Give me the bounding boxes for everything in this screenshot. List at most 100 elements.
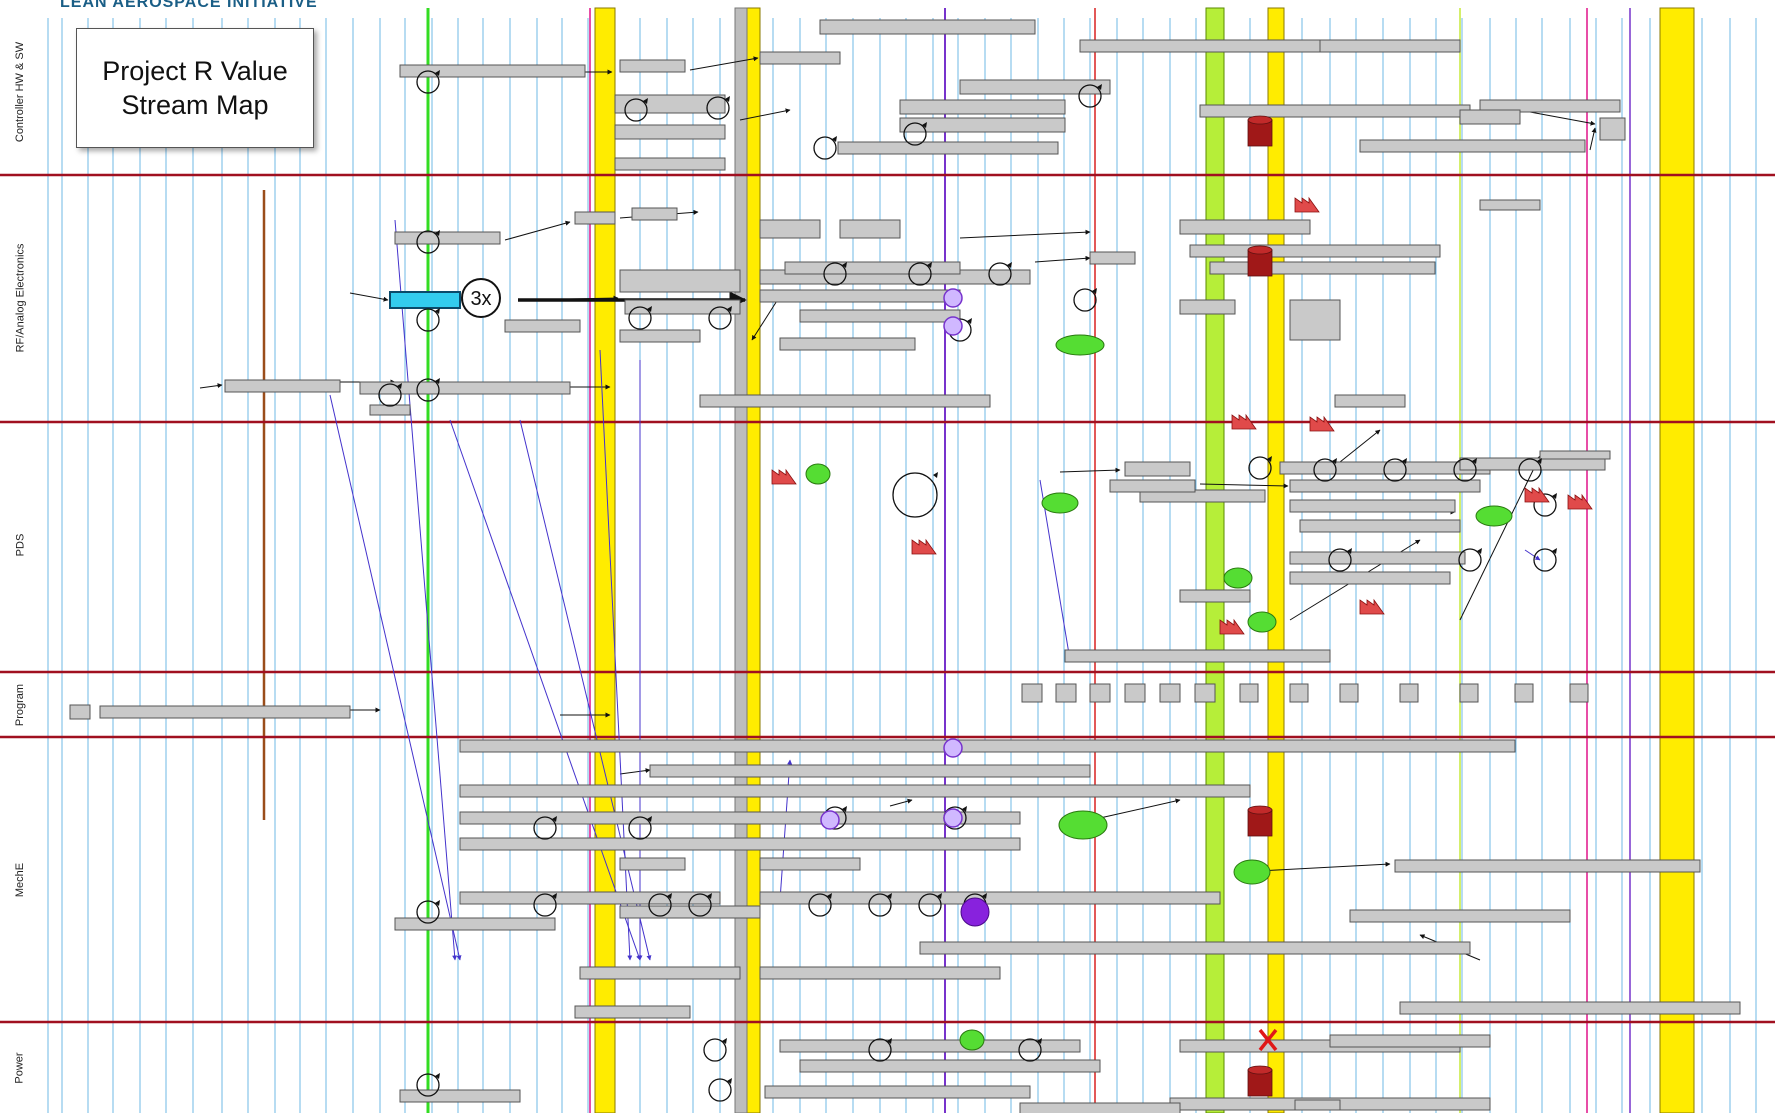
rework-loop-arrowhead	[435, 308, 440, 314]
rework-loop-arrowhead	[922, 122, 927, 128]
rework-loop-arrowhead	[1007, 262, 1012, 268]
flow-arrow	[1459, 455, 1541, 621]
task-box	[759, 51, 841, 65]
task-box	[1479, 99, 1621, 113]
timeline-grid	[47, 18, 1757, 1113]
task-box	[69, 704, 91, 720]
task-box	[614, 157, 726, 171]
rework-loop-arrowhead	[933, 472, 938, 478]
rework-loop-icon	[1533, 548, 1557, 572]
milestone-band	[1267, 7, 1285, 1113]
rework-loop-arrowhead	[1347, 548, 1352, 554]
map-title-line-1: Project R Value	[102, 56, 288, 86]
rework-loop-icon	[706, 96, 730, 120]
flow-arrow	[689, 56, 759, 71]
task-box	[1289, 499, 1456, 513]
task-box	[369, 404, 411, 416]
rework-loop-arrowhead	[1537, 458, 1542, 464]
status-ellipse-note	[805, 463, 831, 485]
task-box	[1179, 219, 1311, 235]
task-box	[574, 211, 616, 225]
task-box	[1359, 139, 1586, 153]
task-box	[759, 857, 861, 871]
rework-loop-icon	[868, 893, 892, 917]
task-box	[1299, 519, 1461, 533]
factory-icon	[1294, 196, 1320, 213]
task-box	[1289, 551, 1466, 565]
task-box	[1239, 683, 1259, 703]
task-box	[99, 705, 351, 719]
rework-loop-icon	[908, 262, 932, 286]
task-box	[1055, 683, 1077, 703]
task-box	[1334, 394, 1406, 408]
task-box	[1339, 683, 1359, 703]
rework-loop-icon	[1518, 458, 1542, 482]
rework-loop-arrowhead	[1402, 458, 1407, 464]
rework-loop-icon	[624, 98, 648, 122]
status-ellipse-note	[1223, 567, 1253, 589]
rework-loop-arrowhead	[937, 893, 942, 899]
flow-arrow	[349, 292, 389, 302]
task-box	[504, 319, 581, 333]
task-box	[759, 219, 821, 239]
task-box	[1159, 683, 1181, 703]
status-ellipse-note	[1475, 505, 1513, 527]
milestone-band	[594, 7, 616, 1113]
task-box	[1064, 649, 1331, 663]
task-box	[619, 857, 686, 871]
task-box	[1209, 261, 1436, 275]
critical-task-box	[389, 291, 461, 309]
task-box	[459, 784, 1251, 798]
database-icon-top	[1247, 1065, 1273, 1075]
status-ellipse-note	[1041, 492, 1079, 514]
rework-loop-arrowhead	[435, 900, 440, 906]
task-box	[899, 99, 1066, 115]
rework-loop-arrowhead	[967, 318, 972, 324]
milestone-band	[1659, 7, 1695, 1113]
rework-loop-icon	[1078, 84, 1102, 108]
task-box	[1109, 479, 1196, 493]
task-box	[1019, 1102, 1181, 1113]
task-box	[959, 79, 1111, 95]
rework-loop-arrowhead	[1092, 288, 1097, 294]
flow-arrow	[1529, 111, 1596, 126]
rework-loop-icon	[1533, 493, 1557, 517]
flow-arrow	[619, 768, 651, 775]
rework-loop-icon	[628, 816, 652, 840]
status-ellipse-note	[1055, 334, 1105, 356]
task-box	[1394, 859, 1701, 873]
rework-loop-icon	[1458, 548, 1482, 572]
map-title: Project R Value Stream Map	[76, 28, 314, 148]
milestone-band-green	[1205, 7, 1225, 1113]
rework-loop-icon	[813, 136, 837, 160]
stop-x-icon	[1258, 1028, 1278, 1052]
purple-status-marker	[943, 288, 963, 308]
feedback-arrow	[449, 419, 641, 961]
database-icon-top	[1247, 115, 1273, 125]
rework-loop-arrowhead	[842, 262, 847, 268]
rework-loop-icon	[416, 308, 440, 332]
task-box	[1179, 589, 1251, 603]
rework-loop-icon	[823, 262, 847, 286]
status-ellipse-note	[1247, 611, 1277, 633]
task-box	[1479, 199, 1541, 211]
task-box	[359, 381, 571, 395]
rework-loop-arrowhead	[722, 1038, 727, 1044]
task-box	[799, 1059, 1101, 1073]
factory-icon	[1524, 486, 1550, 503]
task-box	[459, 891, 721, 905]
task-box	[579, 966, 741, 980]
task-box	[1089, 251, 1136, 265]
task-boxes	[69, 19, 1741, 1113]
task-box	[1569, 683, 1589, 703]
task-box	[1289, 479, 1481, 493]
task-box	[574, 1005, 691, 1019]
task-box	[1514, 683, 1534, 703]
task-box	[1289, 299, 1341, 341]
flow-arrow	[959, 229, 1091, 239]
task-box	[1199, 104, 1471, 118]
purple-status-marker	[943, 316, 963, 336]
task-box	[1459, 683, 1479, 703]
flow-arrow	[889, 798, 913, 807]
